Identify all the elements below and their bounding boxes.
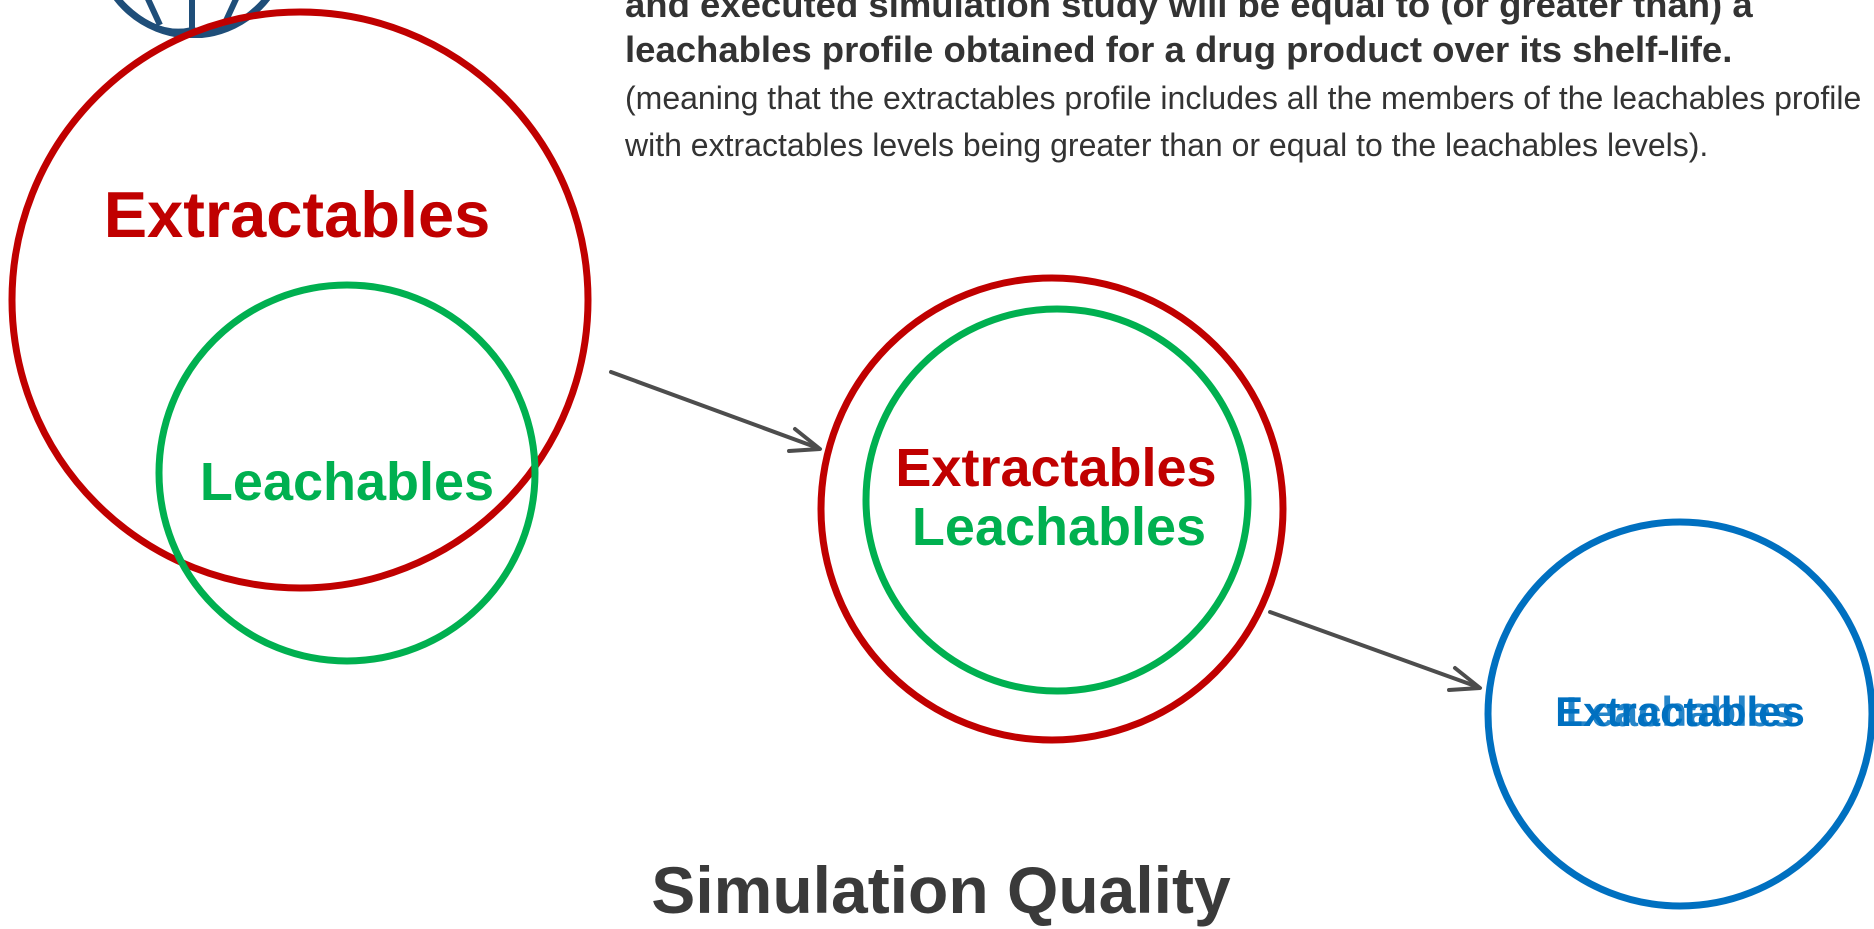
left-leachables-label: Leachables — [200, 452, 494, 512]
right-combined-circle — [1484, 518, 1874, 910]
statement-bold-text: and executed simulation study will be eq… — [625, 0, 1753, 70]
arrow-left-to-center — [609, 370, 822, 453]
center-leachables-label: Leachables — [912, 497, 1206, 557]
center-extractables-circle — [817, 274, 1287, 744]
arrow-center-to-right — [1268, 610, 1482, 692]
right-extractables-label: Extractables — [1555, 688, 1805, 735]
left-extractables-label: Extractables — [104, 178, 491, 251]
statement-paragraph: and executed simulation study will be eq… — [625, 0, 1865, 168]
center-leachables-circle — [862, 305, 1252, 695]
right-leachables-label: Leachables — [1566, 688, 1795, 735]
statement-normal-text: (meaning that the extractables profile i… — [625, 80, 1862, 163]
center-venn-group: Extractables Leachables — [817, 274, 1287, 744]
left-extractables-circle — [8, 8, 592, 592]
left-venn-group: Extractables Leachables — [8, 8, 592, 665]
center-extractables-label: Extractables — [895, 438, 1216, 498]
page-title: Simulation Quality — [651, 853, 1231, 927]
left-leachables-circle — [155, 281, 539, 665]
right-venn-group: Extractables Leachables — [1484, 518, 1874, 910]
